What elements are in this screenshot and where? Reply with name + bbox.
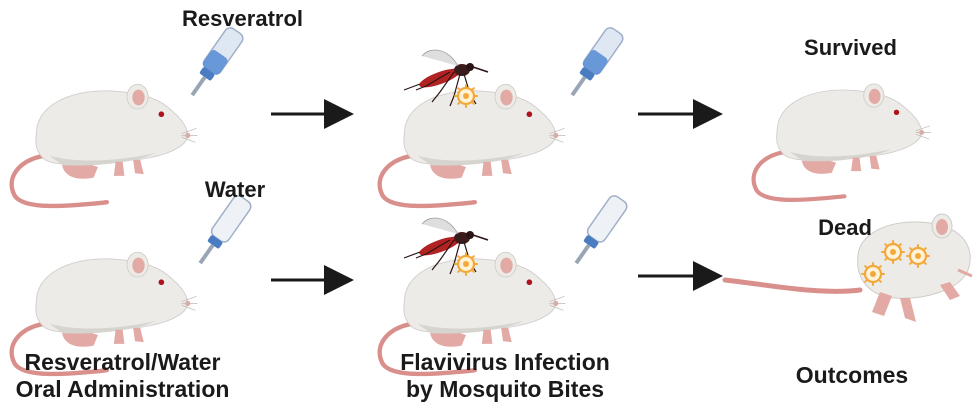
water-bottle-icon xyxy=(567,192,630,270)
caption-infection-line1: Flavivirus Infection xyxy=(400,349,610,375)
mouse-icon xyxy=(12,84,198,206)
virus-icon xyxy=(860,261,886,287)
dead-mouse-icon xyxy=(722,213,973,322)
label-survived: Survived xyxy=(804,35,897,60)
label-dead: Dead xyxy=(818,215,872,240)
water-bottle-icon xyxy=(191,192,254,270)
virus-icon xyxy=(453,83,479,109)
label-resveratrol: Resveratrol xyxy=(181,6,304,31)
virus-icon xyxy=(880,239,906,265)
caption-administration-line2: Oral Administration xyxy=(15,376,230,402)
caption-infection: Flavivirus Infection by Mosquito Bites xyxy=(380,349,630,403)
mouse-resveratrol-admin xyxy=(12,84,198,206)
mouse-survived xyxy=(754,84,931,200)
caption-outcomes: Outcomes xyxy=(795,362,909,388)
mouse-icon xyxy=(754,84,931,200)
label-water: Water xyxy=(204,177,266,202)
caption-administration: Resveratrol/Water Oral Administration xyxy=(0,349,245,403)
resveratrol-bottle-icon xyxy=(183,24,246,102)
virus-icon xyxy=(453,251,479,277)
caption-administration-line1: Resveratrol/Water xyxy=(24,349,221,375)
caption-infection-line2: by Mosquito Bites xyxy=(405,376,605,402)
resveratrol-bottle-icon xyxy=(563,24,626,102)
virus-icon xyxy=(905,243,931,269)
